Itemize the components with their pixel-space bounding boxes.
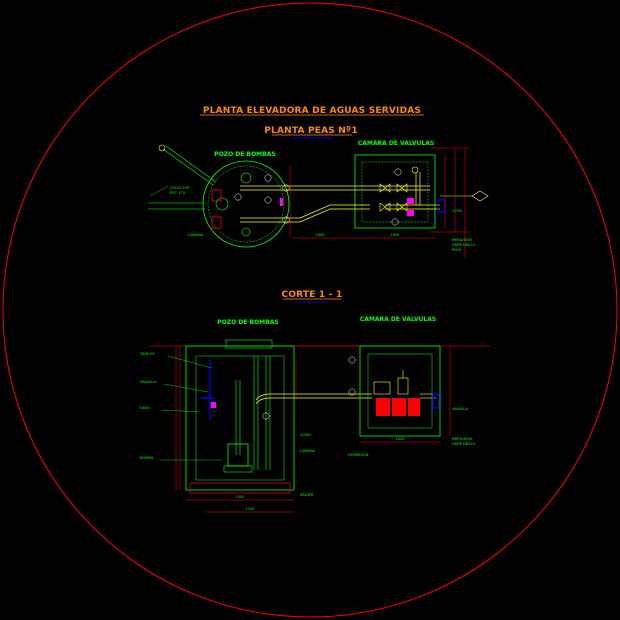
plan-valve-chamber-outer (354, 154, 436, 229)
section-note-l3: NIVEL (140, 406, 150, 410)
section-note-r3: RADIER (300, 493, 314, 497)
section-left-notes (160, 355, 222, 461)
plan-pozo-label: POZO DE BOMBAS (214, 151, 275, 158)
section-rails (235, 356, 271, 470)
plan-manhole-3 (241, 227, 251, 237)
plan-accent-1 (407, 198, 414, 204)
section-note-l1: TAPA HF (139, 352, 155, 356)
plan-dim-1: 1600 (391, 233, 400, 237)
section-outlet-blue (432, 393, 440, 409)
section-dim-2: 1200 (246, 507, 255, 511)
plan-pump-1 (211, 189, 222, 202)
section-pump-well-outer (185, 345, 295, 491)
section-note-r1: CODO (300, 433, 311, 437)
section-pump-body (227, 443, 249, 467)
plan-camara-label: CAMARA DE VALVULAS (358, 140, 434, 147)
section-dim-1: 1500 (236, 495, 245, 499)
section-pump-base (223, 465, 253, 473)
section-note-r4: HORMIGON (348, 453, 369, 457)
plan-outlet-marker (471, 190, 489, 202)
plan-dimensions (289, 147, 470, 258)
section-valve-red-3 (408, 398, 420, 416)
plan-callouts (234, 168, 402, 226)
section-view: POZO DE BOMBAS CAMARA DE VALVULAS (139, 316, 490, 513)
section-note-r2: CAMARA (300, 449, 316, 453)
section-valve-red-2 (392, 398, 406, 416)
section-pump-well-cover (225, 339, 273, 349)
section-valve-chamber-inner (367, 353, 433, 429)
plan-inlet-leader (149, 185, 169, 197)
plan-valves (379, 166, 419, 212)
section-valve-chamber-outer (359, 345, 441, 437)
plan-pump-well-outer (202, 160, 290, 248)
section-dimensions (175, 345, 451, 513)
section-valve-red-1 (376, 398, 390, 416)
plan-dim-2: 1500 (316, 233, 325, 237)
section-note-r7: VALVULA (452, 407, 468, 411)
section-camara-label: CAMARA DE VALVULAS (360, 316, 436, 323)
plan-pump-well-inner (207, 165, 285, 243)
section-note-r6: HDPE DN110 (452, 442, 476, 446)
section-pozo-label: POZO DE BOMBAS (217, 319, 278, 326)
plan-inlet-note-2: PVC 175 (170, 191, 185, 195)
main-title: PLANTA ELEVADORA DE AGUAS SERVIDAS (203, 106, 421, 116)
plan-vent-line (162, 148, 214, 186)
section-title: CORTE 1 - 1 (282, 290, 343, 300)
plan-accent-2 (407, 210, 414, 216)
section-note-l2: VALVULA (140, 380, 156, 384)
plan-pump-2 (211, 216, 222, 229)
plan-outlet-blue (437, 199, 446, 213)
plan-inlet-note: COLECTOR (170, 186, 190, 190)
plan-note-cota: COTA (452, 209, 462, 213)
plan-title: PLANTA PEAS Nº1 (264, 126, 358, 136)
plan-vent-cap (158, 144, 166, 152)
plan-vent-line-2 (165, 145, 217, 183)
plan-manhole-2 (240, 172, 252, 184)
section-note-r5: IMPULSION (452, 437, 472, 441)
section-discharge-pipe (255, 393, 372, 405)
section-pump-well-base (189, 482, 291, 494)
plan-view: POZO DE BOMBAS CAMARA DE VALVULAS COLECT… (148, 140, 489, 258)
plan-manhole-1 (215, 197, 229, 211)
section-note-l4: BOMBA (140, 456, 154, 460)
plan-note-impulsion-3: PN10 (452, 248, 462, 252)
section-float (211, 402, 216, 408)
plan-note-impulsion: IMPULSION (452, 238, 472, 242)
section-dim-3: 1600 (396, 437, 405, 441)
section-pump-well-inner (195, 355, 285, 481)
plan-valve-chamber-inner (361, 161, 429, 223)
section-valve-outlines (373, 370, 436, 399)
plan-accent-3 (280, 198, 283, 206)
plan-note-impulsion-2: HDPE DN110 (452, 243, 476, 247)
plan-note-left: CAMARA (188, 233, 204, 237)
section-callouts (262, 356, 356, 420)
